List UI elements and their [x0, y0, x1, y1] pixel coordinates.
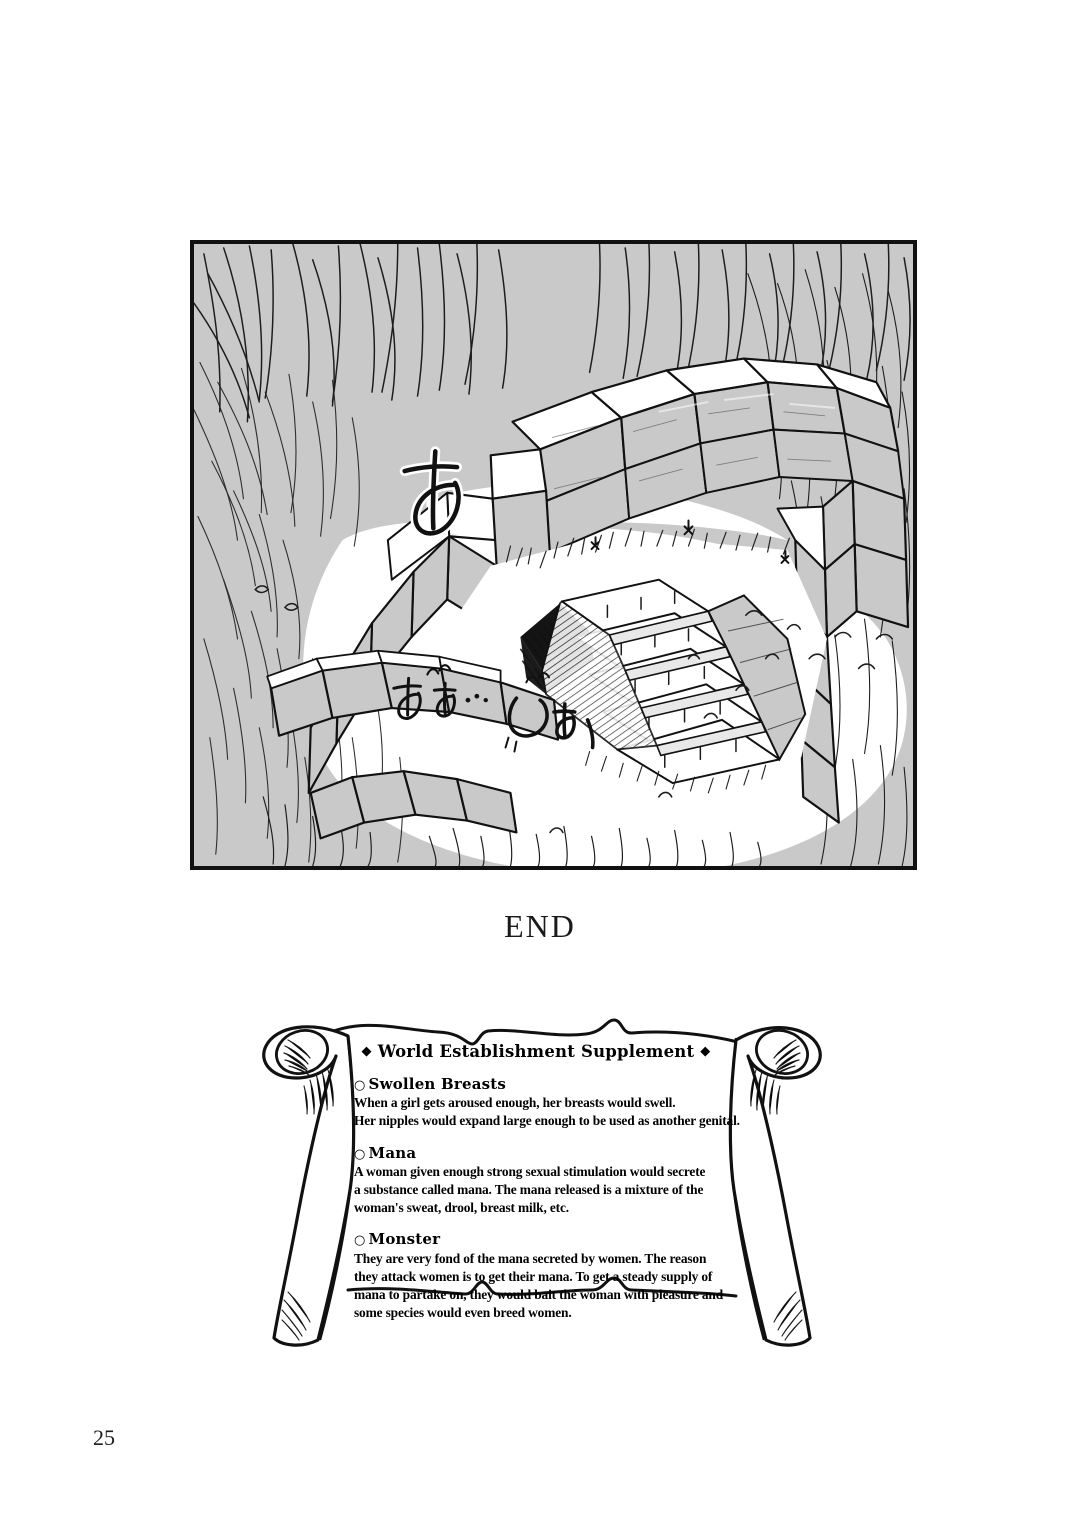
circle-bullet-icon: ○ — [354, 1233, 366, 1249]
entry-line: a substance called mana. The mana releas… — [354, 1182, 704, 1198]
page-number: 25 — [93, 1425, 115, 1450]
entry-heading: ○Monster — [354, 1231, 718, 1248]
entry-line: They are very fond of the mana secreted … — [354, 1250, 707, 1266]
circle-bullet-icon: ○ — [354, 1146, 366, 1162]
entry-line: they attack women is to get their mana. … — [354, 1268, 713, 1284]
diamond-right-icon: ◆ — [700, 1044, 711, 1059]
entry-mana: ○Mana A woman given enough strong sexual… — [354, 1143, 718, 1217]
entry-heading-text: Mana — [368, 1143, 417, 1162]
scroll-title: ◆ World Establishment Supplement ◆ — [354, 1042, 718, 1061]
entry-line: A woman given enough strong sexual stimu… — [354, 1163, 706, 1179]
entry-line: some species would even breed women. — [354, 1305, 572, 1321]
entry-heading-text: Monster — [368, 1230, 441, 1249]
scroll-title-text: World Establishment Supplement — [377, 1042, 695, 1061]
entry-line: Her nipples would expand large enough to… — [354, 1113, 740, 1129]
circle-bullet-icon: ○ — [354, 1078, 366, 1093]
panel-artwork — [194, 244, 913, 866]
manga-panel — [190, 240, 917, 870]
entry-swollen-breasts: ○Swollen Breasts When a girl gets arouse… — [354, 1076, 740, 1130]
entry-heading-text: Swollen Breasts — [368, 1075, 507, 1093]
entry-heading: ○Mana — [354, 1143, 718, 1162]
scroll-text-content: ◆ World Establishment Supplement ◆ ○Swol… — [354, 1038, 740, 1338]
end-caption: END — [504, 908, 576, 944]
world-supplement-scroll: ◆ World Establishment Supplement ◆ ○Swol… — [252, 1000, 828, 1370]
diamond-left-icon: ◆ — [361, 1044, 372, 1059]
entry-line: mana to partake on, they would bait the … — [354, 1286, 723, 1302]
entry-line: woman's sweat, drool, breast milk, etc. — [354, 1200, 569, 1216]
scroll-artwork — [252, 1000, 828, 1370]
entry-heading: ○Swollen Breasts — [354, 1076, 718, 1093]
entry-line: When a girl gets aroused enough, her bre… — [354, 1095, 676, 1111]
entry-monster: ○Monster They are very fond of the mana … — [354, 1231, 723, 1321]
